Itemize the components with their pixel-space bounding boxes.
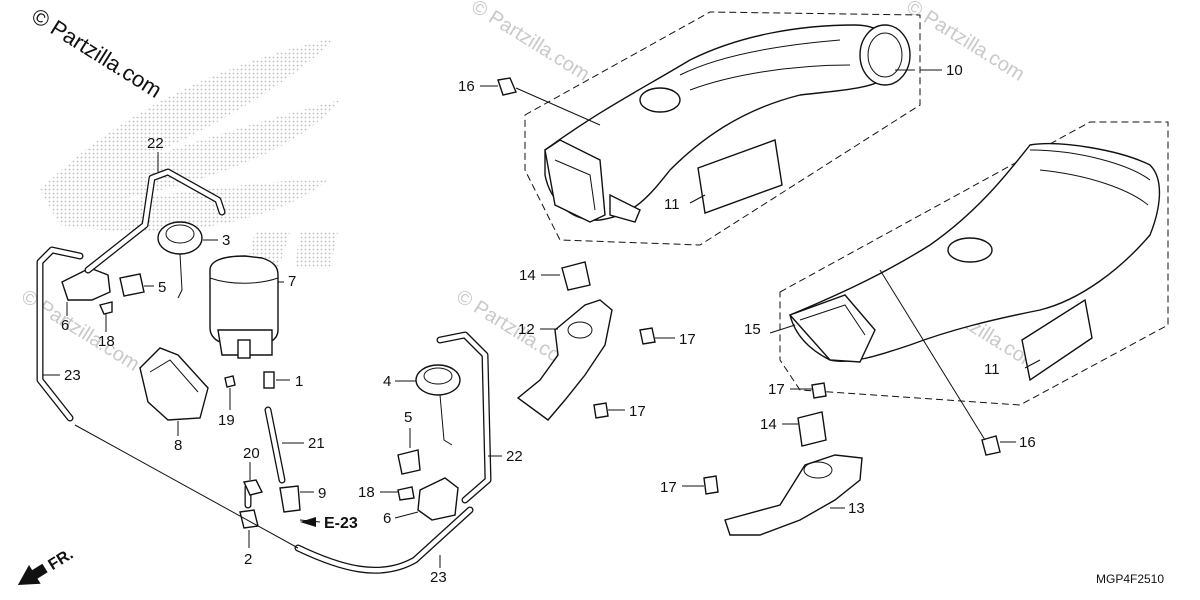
reference-label: E-23 bbox=[324, 515, 358, 532]
leader-lines bbox=[74, 69, 1041, 549]
callout: 22 bbox=[147, 135, 164, 152]
callout: 21 bbox=[308, 435, 325, 452]
callout: 6 bbox=[61, 317, 69, 334]
bracket-13 bbox=[724, 454, 863, 536]
hoses bbox=[36, 168, 492, 574]
screw-17 bbox=[639, 327, 656, 345]
seal-pad-upper bbox=[697, 139, 783, 214]
callout: 5 bbox=[404, 409, 412, 426]
callout: 14 bbox=[760, 416, 777, 433]
grommet-lower bbox=[797, 411, 827, 447]
reference-e23: E-23 bbox=[300, 515, 358, 532]
callout: 10 bbox=[946, 62, 963, 79]
screw-17 bbox=[703, 475, 719, 495]
callout: 1 bbox=[295, 373, 303, 390]
screw-17 bbox=[593, 402, 609, 419]
grommet-upper bbox=[561, 261, 591, 291]
evap-canister bbox=[209, 255, 279, 359]
callout: 22 bbox=[506, 448, 523, 465]
bracket-12 bbox=[516, 299, 613, 421]
screw-19 bbox=[224, 375, 236, 388]
callout: 7 bbox=[288, 273, 296, 290]
bracket-canister bbox=[139, 347, 209, 421]
watermark-text: © Partzilla.com bbox=[902, 0, 1028, 86]
callout: 4 bbox=[383, 373, 391, 390]
solenoid-valve-lower bbox=[417, 477, 459, 521]
screw-16-lower bbox=[981, 435, 1001, 456]
callout: 5 bbox=[158, 279, 166, 296]
callout: 18 bbox=[98, 333, 115, 350]
callout: 18 bbox=[358, 484, 375, 501]
cap-upper bbox=[119, 273, 145, 297]
joint-1 bbox=[263, 371, 275, 389]
callout: 17 bbox=[660, 479, 677, 496]
callout: 14 bbox=[519, 267, 536, 284]
joint-2 bbox=[239, 509, 259, 529]
callout: 11 bbox=[984, 361, 1000, 378]
air-duct-upper bbox=[524, 11, 921, 246]
callout: 2 bbox=[244, 551, 252, 568]
callout: 15 bbox=[744, 321, 761, 338]
diagram-code: MGP4F2510 bbox=[1096, 572, 1164, 586]
callouts: 1 2 3 4 5 5 6 6 7 8 9 10 11 11 12 13 14 … bbox=[43, 62, 1036, 586]
callout: 23 bbox=[64, 367, 81, 384]
cap-lower bbox=[397, 449, 421, 475]
callout: 11 bbox=[664, 196, 680, 213]
callout: 23 bbox=[430, 569, 447, 586]
callout: 16 bbox=[1019, 434, 1036, 451]
callout: 20 bbox=[243, 445, 260, 462]
callout: 9 bbox=[318, 485, 326, 502]
callout: 8 bbox=[174, 437, 182, 454]
callout: 16 bbox=[458, 78, 475, 95]
valve-upper bbox=[157, 221, 203, 299]
callout: 19 bbox=[218, 412, 235, 429]
front-label: FR. bbox=[46, 546, 77, 574]
callout: 13 bbox=[848, 500, 865, 517]
callout: 6 bbox=[383, 510, 391, 527]
joint-9 bbox=[279, 485, 301, 513]
watermark-text: © Partzilla.com bbox=[27, 3, 166, 103]
watermark-text: © Partzilla.com bbox=[467, 0, 593, 86]
joint-20 bbox=[242, 479, 264, 496]
air-duct-lower bbox=[779, 121, 1169, 406]
bolt-upper bbox=[99, 301, 113, 315]
callout: 17 bbox=[679, 331, 696, 348]
callout: 17 bbox=[768, 381, 785, 398]
valve-lower bbox=[415, 364, 461, 446]
front-arrow: FR. bbox=[17, 546, 77, 585]
callout: 17 bbox=[629, 403, 646, 420]
screw-17 bbox=[811, 382, 827, 399]
bolt-lower bbox=[397, 486, 415, 501]
callout: 12 bbox=[518, 321, 535, 338]
callout: 3 bbox=[222, 232, 230, 249]
screw-16-upper bbox=[497, 77, 517, 96]
